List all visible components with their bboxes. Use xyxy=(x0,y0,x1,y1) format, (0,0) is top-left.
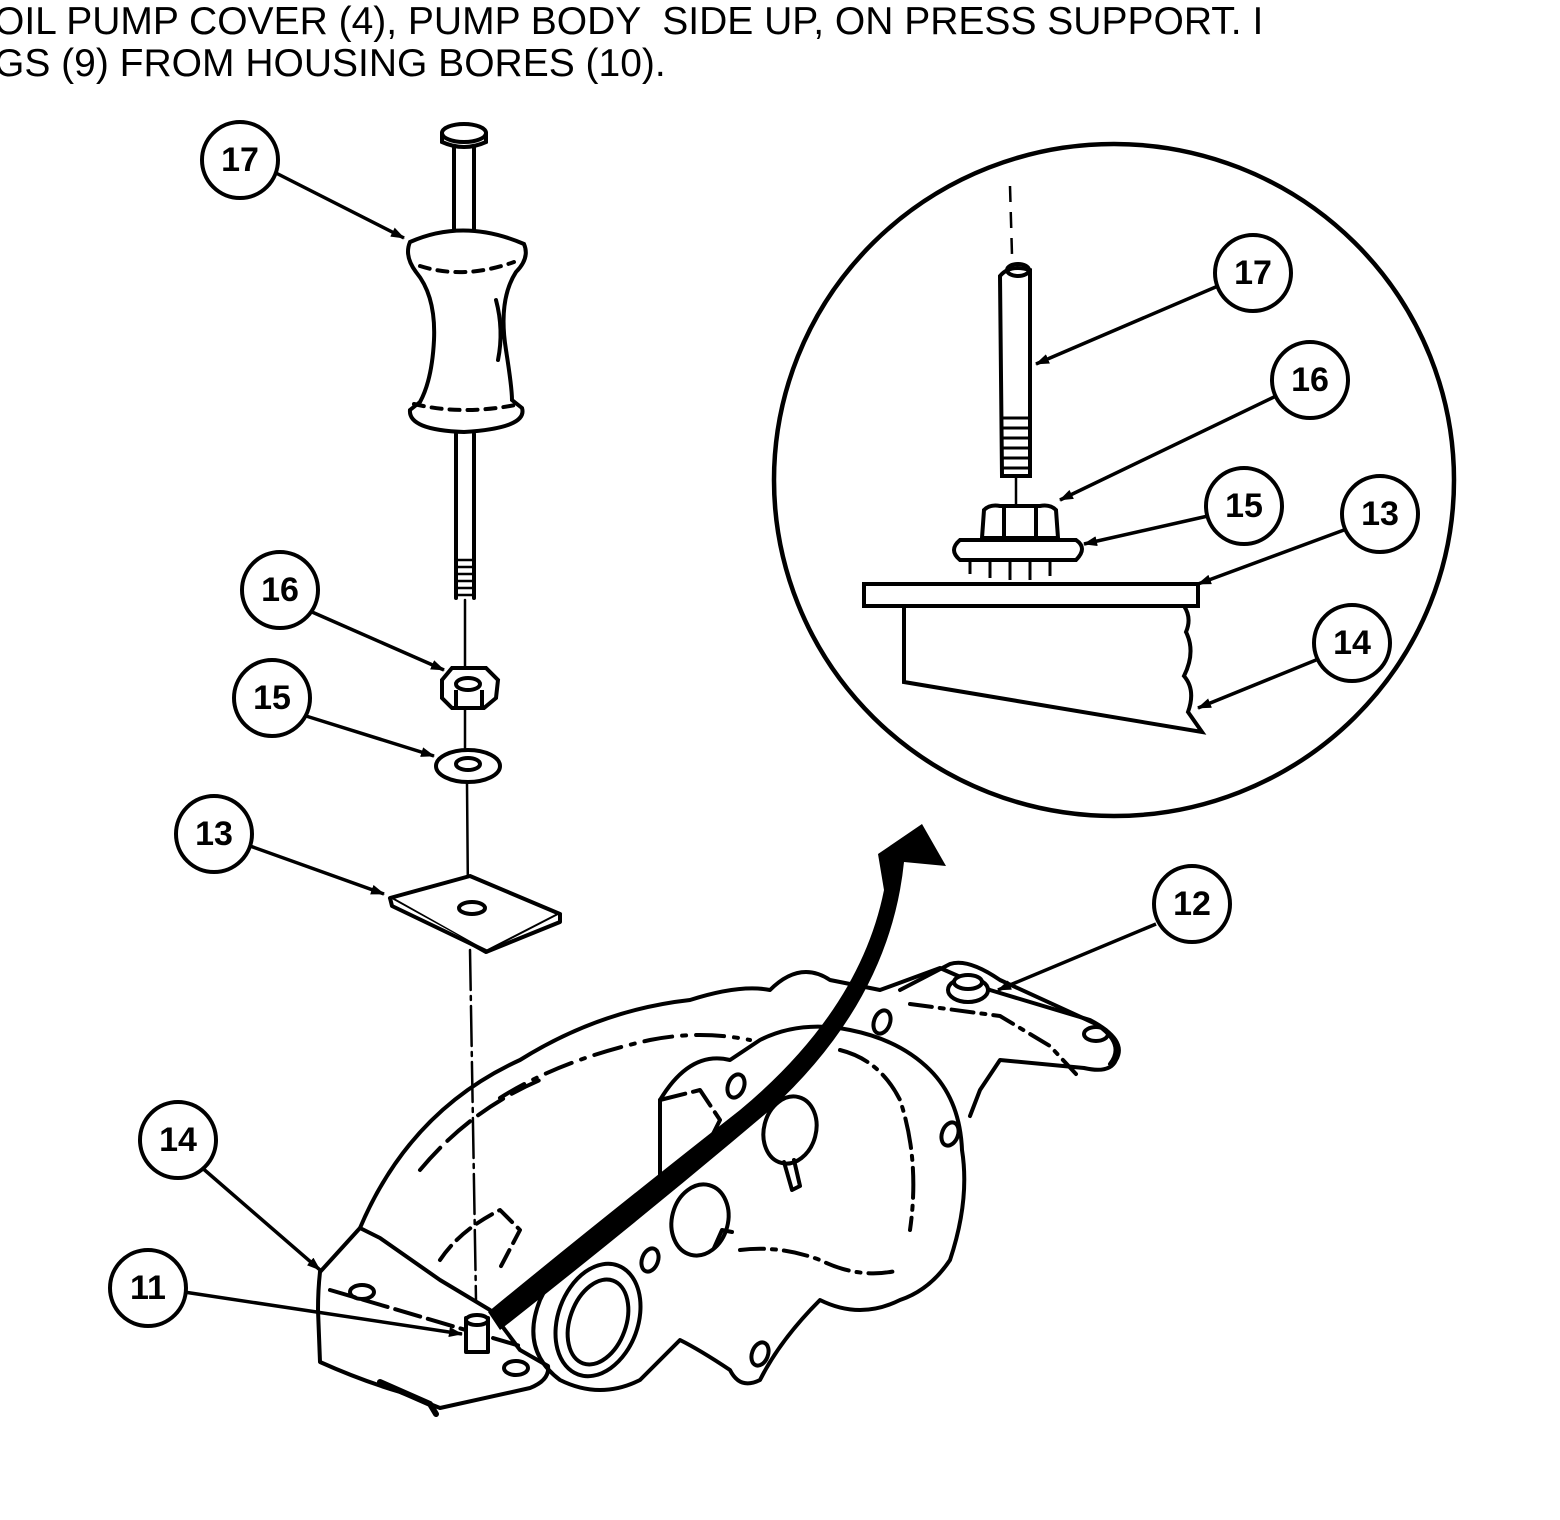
instruction-line-1: OIL PUMP COVER (4), PUMP BODY SIDE UP, O… xyxy=(0,0,1264,43)
callout-main-13: 13 xyxy=(195,815,233,853)
slide-hammer-puller xyxy=(406,122,528,1302)
callout-detail-13: 13 xyxy=(1361,495,1399,533)
callout-circle-main-17 xyxy=(200,120,280,200)
nut xyxy=(440,666,501,710)
callout-detail-14: 14 xyxy=(1333,624,1371,662)
leader-detail-15 xyxy=(1083,514,1209,547)
callout-main-12: 12 xyxy=(1173,885,1211,923)
callout-circle-main-13 xyxy=(174,794,254,874)
leader-main-12 xyxy=(997,922,1157,992)
leader-detail-14 xyxy=(1197,658,1317,710)
callout-detail-15: 15 xyxy=(1225,487,1263,525)
callout-circle-detail-14 xyxy=(1312,603,1392,683)
callout-circle-main-11 xyxy=(108,1248,188,1328)
leader-main-15 xyxy=(305,714,435,758)
callout-circle-main-16 xyxy=(240,550,320,630)
callout-circle-detail-17 xyxy=(1213,233,1293,313)
callout-main-17: 17 xyxy=(221,141,259,179)
leader-main-17 xyxy=(273,170,405,240)
callout-circle-detail-15 xyxy=(1204,466,1284,546)
leader-main-16 xyxy=(311,610,445,672)
leader-detail-13 xyxy=(1197,528,1345,586)
callout-circle-main-14 xyxy=(138,1100,218,1180)
callout-circle-detail-16 xyxy=(1270,340,1350,420)
leader-main-13 xyxy=(249,844,385,896)
callout-main-15: 15 xyxy=(253,679,291,717)
callout-detail-16: 16 xyxy=(1291,361,1329,399)
detail-view xyxy=(771,141,1457,819)
callout-detail-17: 17 xyxy=(1234,254,1272,292)
puller-plate xyxy=(388,874,562,954)
callout-circle-main-12 xyxy=(1152,864,1232,944)
leader-main-11 xyxy=(183,1290,463,1338)
callout-circle-main-15 xyxy=(232,658,312,738)
transition-arrow xyxy=(488,824,946,1330)
pump-housing xyxy=(316,960,1121,1417)
callout-main-14: 14 xyxy=(159,1121,197,1159)
leader-detail-17 xyxy=(1035,284,1219,366)
callout-main-11: 11 xyxy=(130,1269,166,1307)
callout-circle-detail-13 xyxy=(1340,474,1420,554)
leader-detail-16 xyxy=(1059,394,1277,502)
leader-main-14 xyxy=(198,1164,322,1272)
instruction-line-2: GS (9) FROM HOUSING BORES (10). xyxy=(0,42,666,85)
washer xyxy=(434,748,502,784)
callout-main-16: 16 xyxy=(261,571,299,609)
